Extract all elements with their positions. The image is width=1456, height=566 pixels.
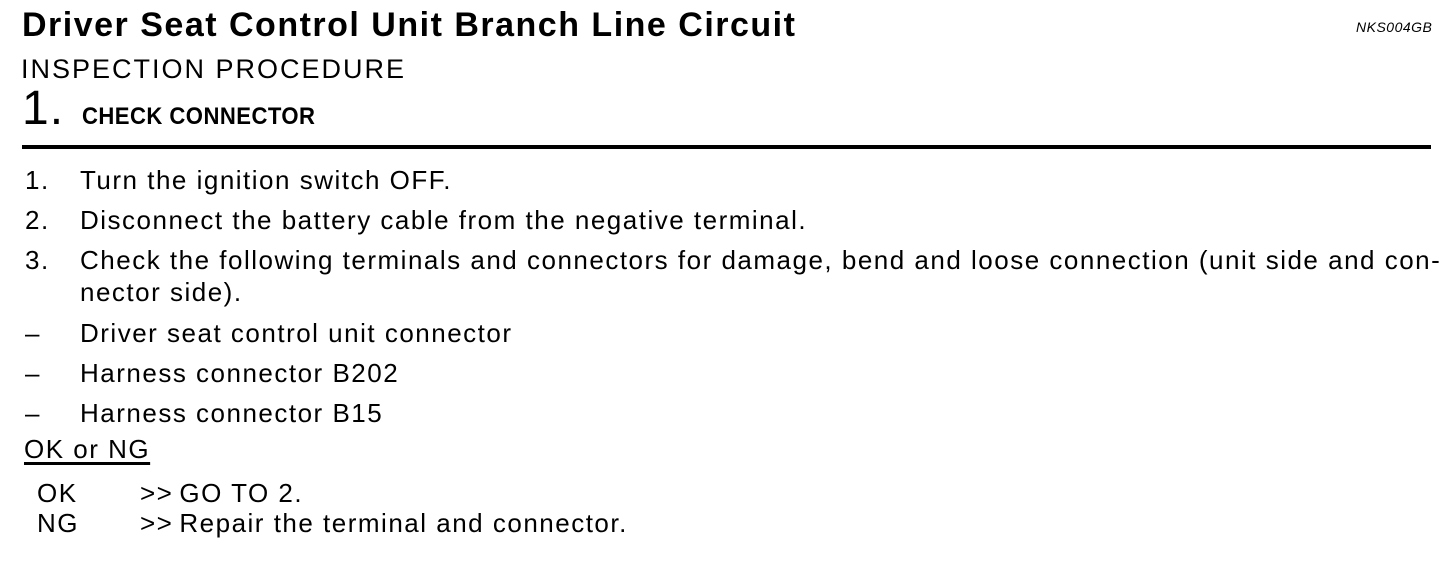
step-heading-label: CHECK CONNECTOR [82,103,316,130]
procedure-step: 2. Disconnect the battery cable from the… [25,204,807,236]
procedure-step: 1. Turn the ignition switch OFF. [25,164,452,196]
result-row: NG >> Repair the terminal and connector. [37,507,628,539]
result-arrow: >> [140,508,174,538]
step-marker: 1. [25,165,50,195]
bullet-text: Harness connector B15 [80,398,384,428]
step-text: Check the following terminals and connec… [80,244,1441,308]
result-arrow: >> [140,478,174,508]
section-subtitle: INSPECTION PROCEDURE [21,54,407,84]
result-row: OK >> GO TO 2. [37,477,303,509]
result-text: Repair the terminal and connector. [179,508,628,538]
result-label: NG [37,508,79,538]
result-label: OK [37,478,78,508]
step-heading-number: 1. [22,82,65,135]
step-text-line: nector side). [80,277,243,307]
section-divider [22,145,1431,149]
step-text-line: Check the following terminals and connec… [80,245,1442,275]
result-text: GO TO 2. [179,478,304,508]
step-text: Turn the ignition switch OFF. [80,165,452,195]
step-text: Disconnect the battery cable from the ne… [80,205,808,235]
dash-bullet-marker: – [25,358,41,388]
result-heading: OK or NG [24,434,151,464]
dash-bullet-marker: – [25,398,41,428]
bullet-text: Harness connector B202 [80,358,400,388]
procedure-step: 3. Check the following terminals and con… [25,244,1441,308]
step-marker: 2. [25,205,50,235]
document-code: NKS004GB [1356,19,1433,35]
bullet-item: – Driver seat control unit connector [25,317,513,349]
step-heading: 1. CHECK CONNECTOR [22,84,336,134]
dash-bullet-marker: – [25,318,41,348]
bullet-item: – Harness connector B202 [25,357,399,389]
page-title: Driver Seat Control Unit Branch Line Cir… [22,6,797,44]
bullet-text: Driver seat control unit connector [80,318,513,348]
step-marker: 3. [25,245,50,275]
bullet-item: – Harness connector B15 [25,397,383,429]
